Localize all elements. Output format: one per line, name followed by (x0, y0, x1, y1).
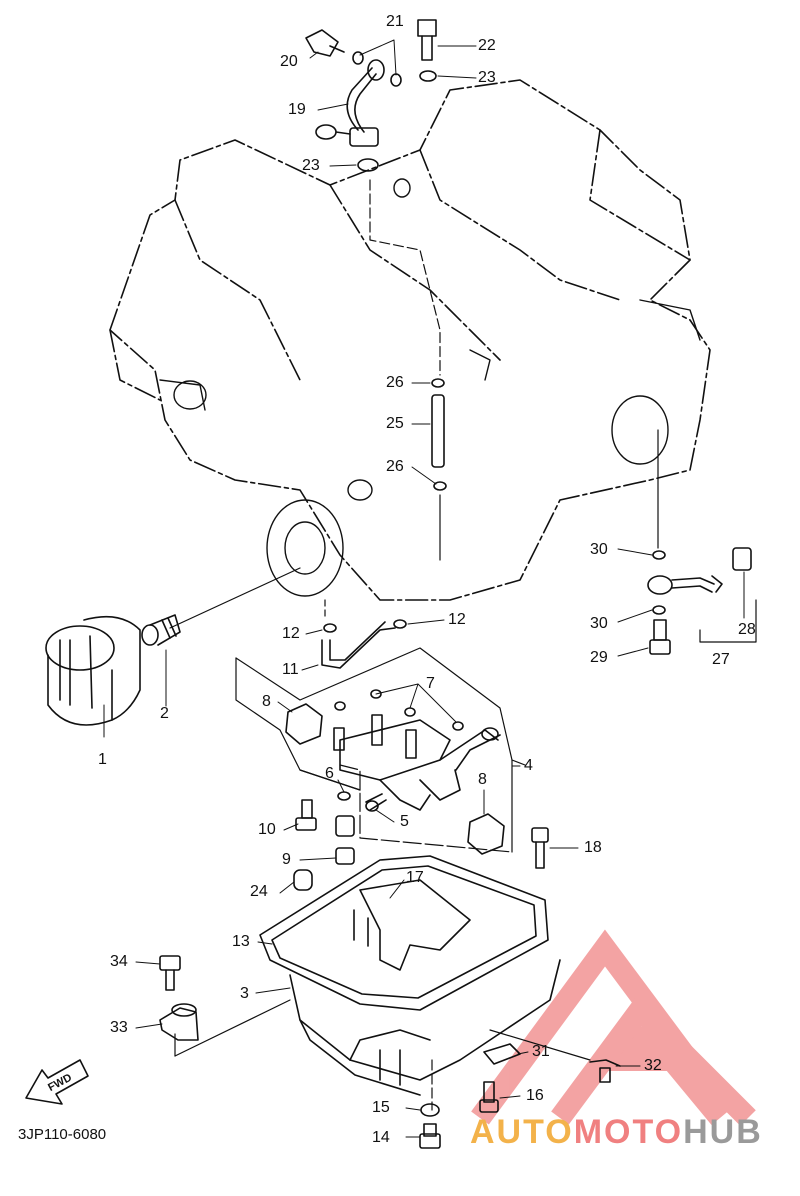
oil-pipe-11 (321, 621, 396, 669)
part-label-19: 19 (288, 101, 306, 118)
label-leaders (103, 39, 745, 1138)
fwd-label: FWD (46, 1072, 74, 1094)
gasket-13 (259, 855, 549, 1011)
cover-33 (159, 1003, 199, 1041)
damper-24 (293, 869, 313, 891)
watermark-auto: AUTO (470, 1113, 574, 1151)
part-label-6: 6 (325, 765, 334, 782)
part-label-33: 33 (110, 1019, 128, 1036)
bolt-34 (159, 955, 181, 991)
washer-23a (419, 70, 437, 82)
part-label-17: 17 (406, 869, 424, 886)
part-label-23a: 23 (478, 69, 496, 86)
part-label-12b: 12 (448, 611, 466, 628)
part-label-15: 15 (372, 1099, 390, 1116)
part-label-12a: 12 (282, 625, 300, 642)
part-label-28: 28 (738, 621, 756, 638)
part-label-30b: 30 (590, 615, 608, 632)
part-label-14: 14 (372, 1129, 390, 1146)
o-ring-12a (323, 623, 337, 633)
part-label-8b: 8 (478, 771, 487, 788)
part-label-13: 13 (232, 933, 250, 950)
gasket-21a (352, 51, 364, 65)
oil-pipe-upper (315, 59, 385, 147)
clip-32 (589, 1059, 621, 1083)
part-label-2: 2 (160, 705, 169, 722)
part-label-4: 4 (524, 757, 533, 774)
bolt-18 (531, 827, 549, 869)
bolt-29 (649, 619, 671, 655)
engine-details (159, 178, 701, 597)
oil-filter (45, 615, 141, 726)
part-label-11: 11 (282, 661, 299, 678)
part-label-26b: 26 (386, 458, 404, 475)
cap-8b (467, 813, 505, 855)
cap-8a (285, 703, 323, 745)
o-ring-7b (334, 701, 346, 711)
clamp-28 (732, 547, 752, 571)
oil-pipe-27 (647, 575, 723, 595)
part-label-1: 1 (98, 751, 107, 768)
o-ring-26a (431, 378, 445, 388)
pipe-5 (365, 793, 387, 812)
union-bolt (141, 614, 181, 646)
baffle-17 (353, 879, 471, 971)
leader-lines (169, 179, 757, 1111)
part-label-22: 22 (478, 37, 496, 54)
part-label-25: 25 (386, 415, 404, 432)
part-label-31: 31 (532, 1043, 550, 1060)
part-label-9: 9 (282, 851, 291, 868)
o-ring-6 (337, 791, 351, 801)
oil-pan-3 (289, 959, 561, 1096)
part-label-7: 7 (426, 675, 435, 692)
strainer-assembly (333, 714, 501, 811)
o-ring-12b (393, 619, 407, 629)
part-label-21: 21 (386, 13, 404, 30)
part-label-32: 32 (644, 1057, 662, 1074)
part-label-26a: 26 (386, 374, 404, 391)
gasket-21b (390, 73, 402, 87)
drain-bolt-14 (419, 1123, 441, 1149)
damper-9 (335, 815, 355, 865)
o-ring-7d (452, 721, 464, 731)
part-label-23b: 23 (302, 157, 320, 174)
o-ring-30a (652, 550, 666, 560)
watermark-moto: MOTO (573, 1113, 684, 1151)
bolt-22 (417, 19, 437, 61)
engine-outline (109, 79, 711, 601)
bolt-16 (479, 1081, 499, 1113)
o-ring-26b (433, 481, 447, 491)
part-label-10: 10 (258, 821, 276, 838)
watermark-logo (471, 929, 756, 1126)
part-label-29: 29 (590, 649, 608, 666)
watermark-hub: HUB (683, 1113, 763, 1151)
part-label-3: 3 (240, 985, 249, 1002)
o-ring-7a (370, 689, 382, 699)
bolt-20 (305, 29, 345, 57)
gasket-15 (420, 1103, 440, 1117)
bolt-10 (295, 799, 317, 831)
part-label-20: 20 (280, 53, 298, 70)
part-label-34: 34 (110, 953, 128, 970)
part-label-16: 16 (526, 1087, 544, 1104)
fwd-arrow-icon: FWD (25, 1059, 89, 1105)
part-label-5: 5 (400, 813, 409, 830)
o-ring-7c (404, 707, 416, 717)
diagram-code: 3JP110-6080 (18, 1126, 107, 1143)
part-label-30a: 30 (590, 541, 608, 558)
part-label-27: 27 (712, 651, 730, 668)
part-label-24: 24 (250, 883, 268, 900)
part-label-8a: 8 (262, 693, 271, 710)
pipe-25 (431, 394, 445, 468)
o-ring-30b (652, 605, 666, 615)
watermark-text: AUTOMOTOHUB (470, 1113, 763, 1152)
washer-23b (357, 158, 379, 172)
part-label-18: 18 (584, 839, 602, 856)
